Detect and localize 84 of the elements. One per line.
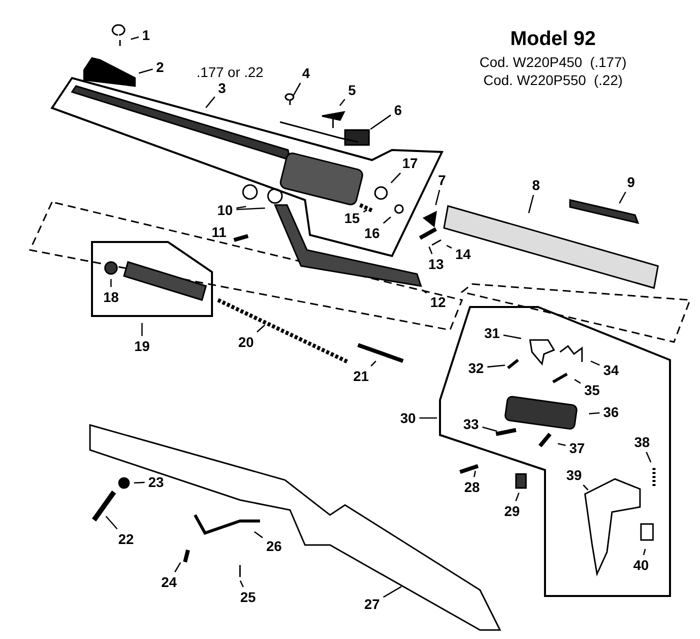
callout-number: 13 [428, 256, 444, 272]
leader-line [106, 516, 118, 530]
callout-number: 34 [603, 362, 619, 378]
leader-line [240, 580, 244, 588]
callout-number: 35 [584, 382, 600, 398]
leader-line [419, 417, 437, 419]
callout-number: 40 [633, 557, 649, 573]
leader-line [174, 562, 182, 572]
leader-line [590, 360, 600, 366]
callout-number: 9 [627, 174, 635, 190]
callout-number: 19 [134, 338, 150, 354]
leader-line [382, 216, 392, 224]
leader-line [138, 68, 153, 74]
callout-number: 29 [504, 503, 520, 519]
leader-line [390, 172, 401, 184]
leader-line [134, 482, 145, 484]
callout-number: 39 [566, 467, 582, 483]
leader-line [205, 96, 216, 108]
leader-line [254, 531, 263, 538]
callout-number: 16 [364, 225, 380, 241]
callout-number: 11 [212, 224, 226, 240]
leader-line [588, 412, 600, 414]
callout-number: 25 [240, 589, 256, 605]
callout-number: 7 [438, 172, 446, 188]
callout-number: 32 [468, 360, 484, 376]
leader-line [422, 289, 427, 294]
leader-line [141, 323, 143, 336]
leader-line [256, 324, 266, 332]
leader-line [618, 192, 626, 204]
model-code: Cod. W220P450 (.177) [479, 54, 627, 70]
callout-number: 30 [400, 410, 416, 426]
callout-number: 22 [118, 531, 134, 547]
callout-number: 37 [569, 440, 585, 456]
leader-line [487, 364, 506, 368]
callout-number: 31 [484, 325, 500, 341]
leader-line [383, 586, 402, 598]
callout-number: 17 [402, 155, 418, 171]
callout-number: 24 [161, 574, 177, 590]
callout-number: 33 [463, 416, 479, 432]
leader-line [339, 98, 346, 106]
callout-number: 8 [532, 177, 540, 193]
leader-line [482, 426, 498, 432]
leader-line [582, 484, 588, 490]
leader-line [574, 378, 581, 384]
leader-line [646, 452, 652, 463]
callout-number: 26 [266, 538, 282, 554]
leader-line [370, 114, 392, 130]
caliber-note: .177 or .22 [196, 64, 264, 80]
callout-number: 18 [103, 289, 119, 305]
leader-line [236, 208, 266, 210]
leader-line [528, 194, 534, 214]
leader-line [435, 190, 440, 206]
leader-line [473, 470, 476, 478]
callout-number: 14 [455, 246, 471, 262]
callout-number: 4 [302, 65, 310, 81]
title: Model 92 [510, 28, 596, 51]
leader-line [503, 334, 522, 340]
leader-line [643, 548, 646, 556]
leader-line [370, 360, 376, 366]
callout-number: 28 [464, 479, 480, 495]
leader-line [236, 206, 246, 209]
callout-number: 23 [148, 474, 164, 490]
callout-number: 10 [217, 202, 233, 218]
callout-number: 27 [364, 596, 380, 612]
callout-number: 21 [353, 368, 369, 384]
callout-number: 20 [238, 334, 254, 350]
callout-number: 38 [634, 434, 650, 450]
model-code: Cod. W220P550 (.22) [483, 72, 623, 88]
leader-line [363, 209, 368, 212]
callout-number: 1 [142, 27, 150, 43]
callout-number: 3 [218, 80, 226, 96]
callout-number: 15 [344, 210, 360, 226]
callout-number: 6 [394, 102, 402, 118]
callout-number: 12 [430, 294, 446, 310]
leader-line [428, 246, 433, 254]
leader-line [446, 244, 452, 249]
callout-number: 5 [348, 82, 356, 98]
leader-line [130, 36, 139, 40]
leader-line [515, 492, 520, 502]
callout-number: 2 [156, 59, 164, 75]
leader-line [110, 279, 112, 287]
leader-line [558, 443, 566, 446]
leader-line [292, 82, 301, 96]
callout-number: 36 [603, 404, 619, 420]
